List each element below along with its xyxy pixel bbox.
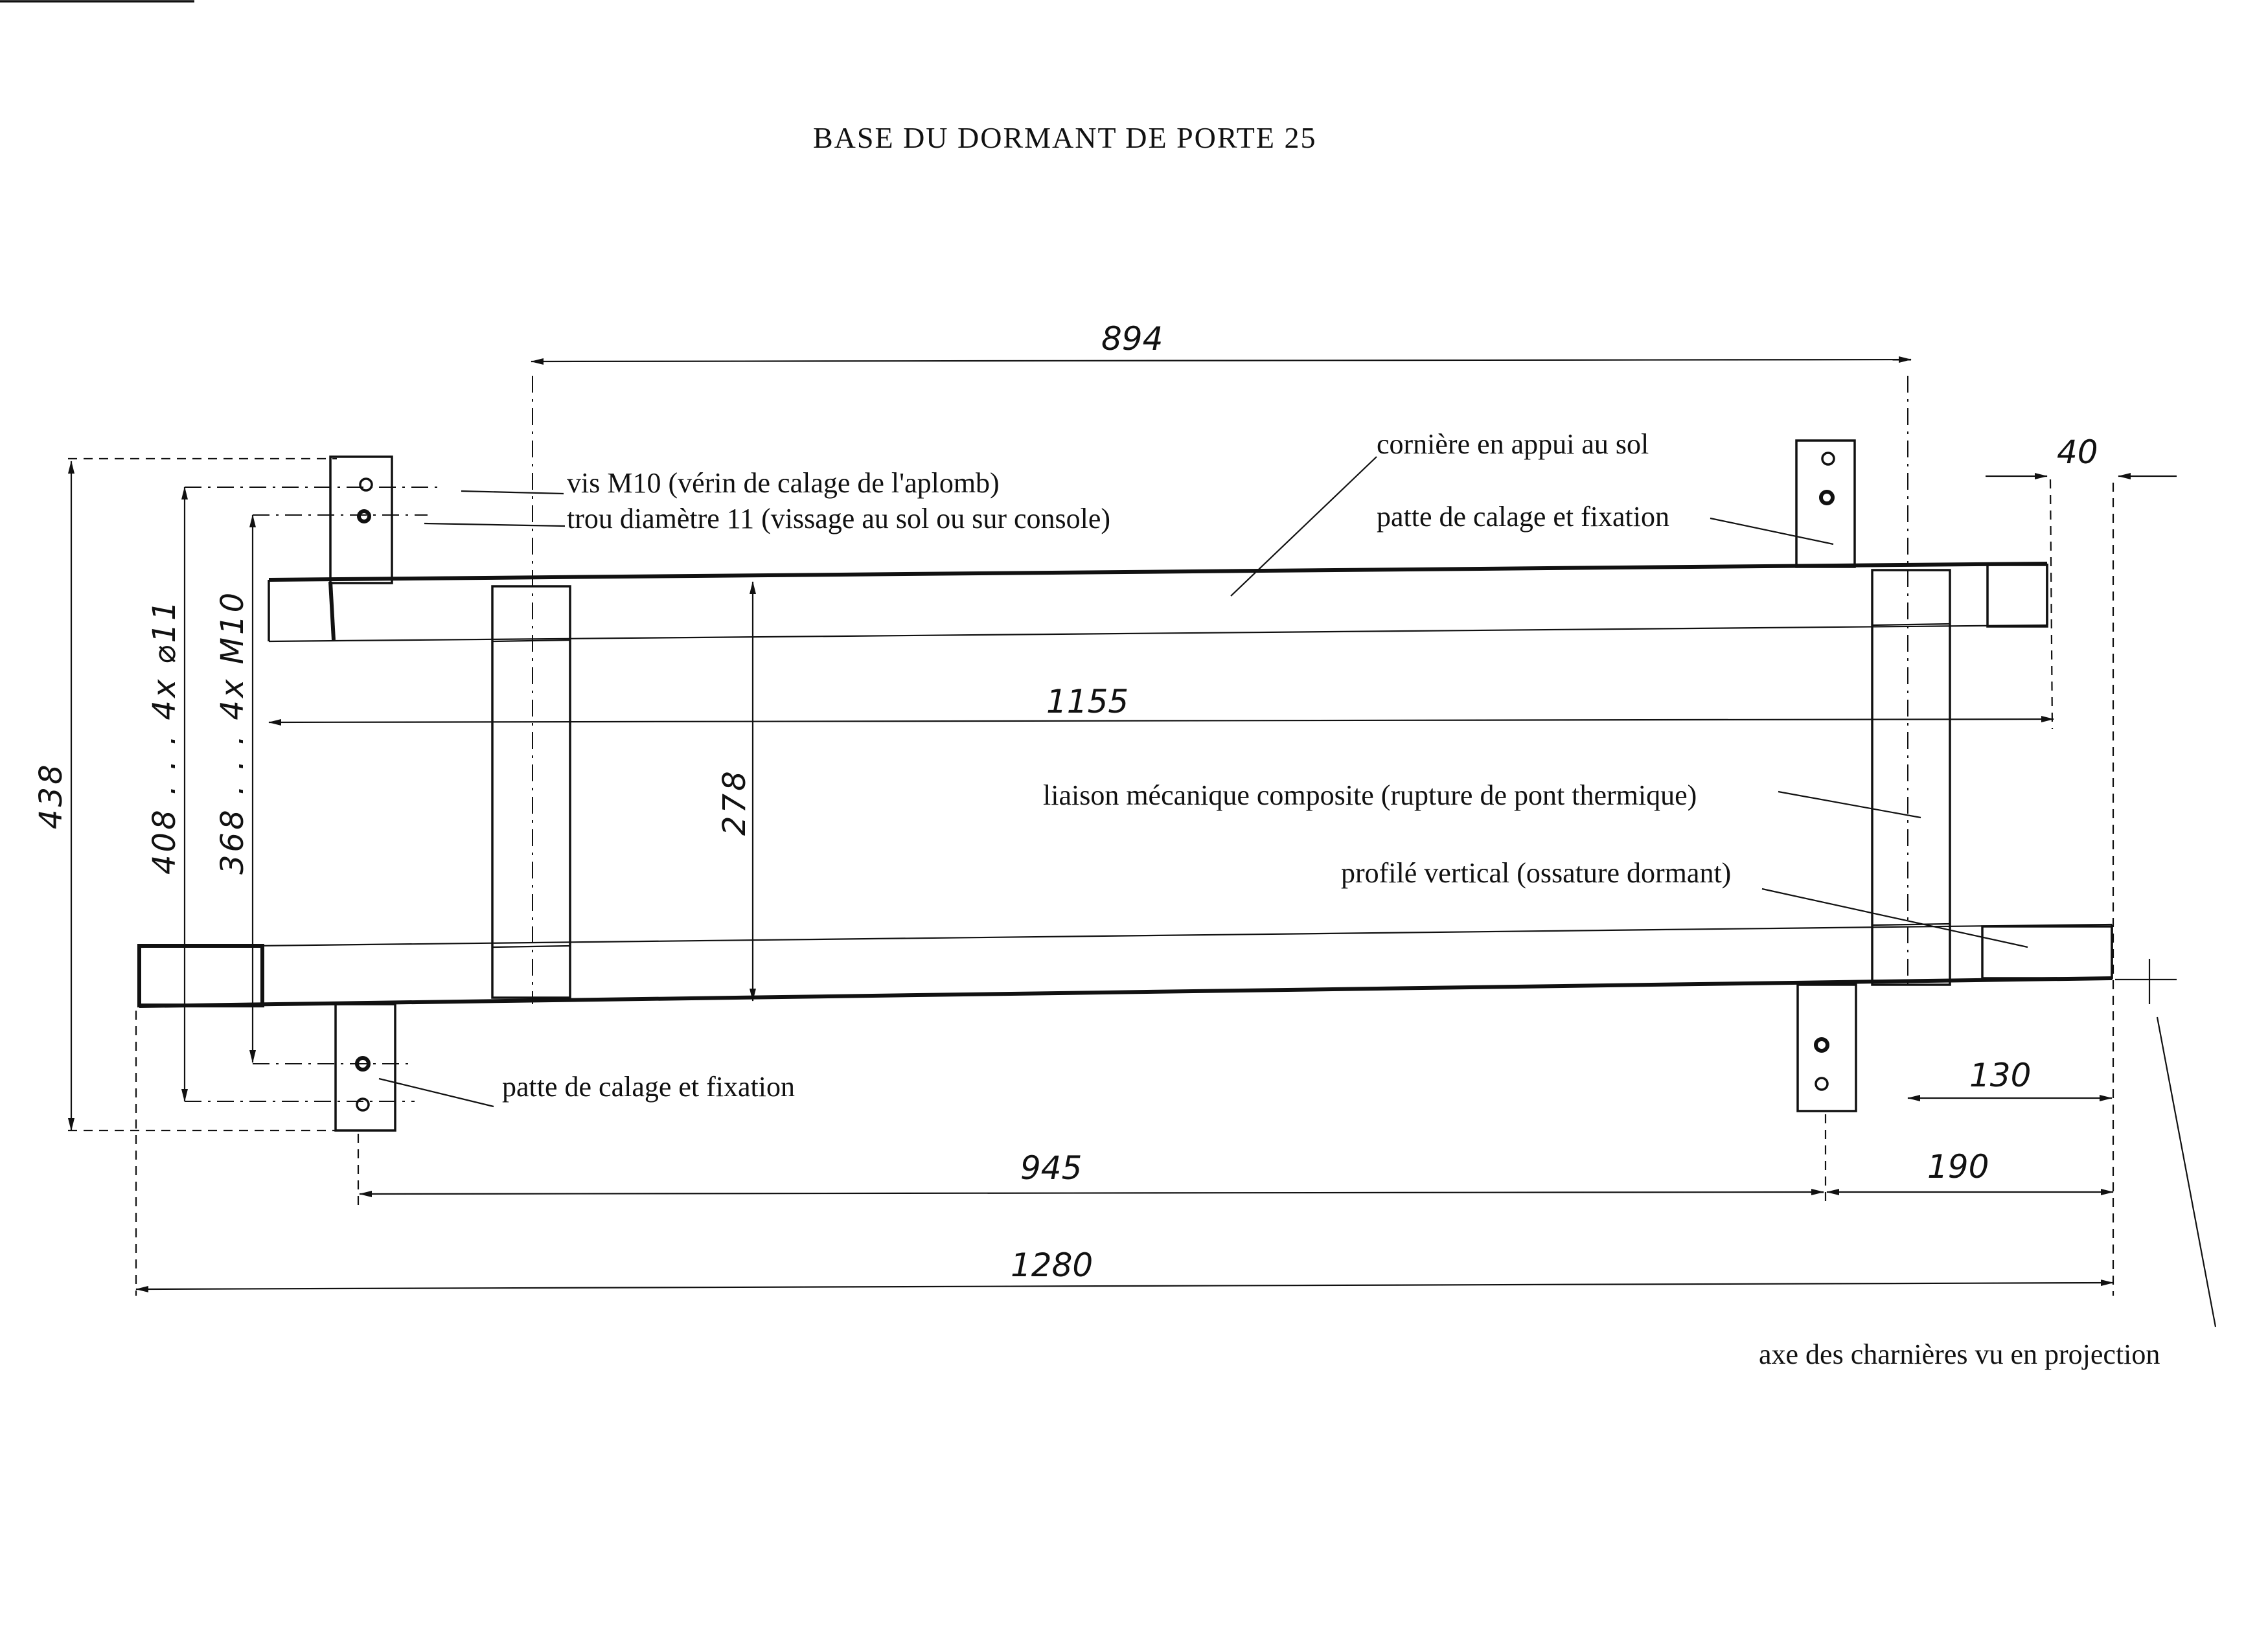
end-blocks xyxy=(137,564,2113,1007)
dim-278-label: 278 xyxy=(716,768,753,836)
dim-894 xyxy=(531,356,1912,1004)
drawing-title: BASE DU DORMANT DE PORTE 25 xyxy=(813,121,1317,154)
label-corniere: cornière en appui au sol xyxy=(1377,428,1649,460)
frame-outline xyxy=(139,562,2113,1008)
dim-408 xyxy=(181,487,441,1102)
dim-438 xyxy=(68,457,337,1132)
leader-vis-m10 xyxy=(461,490,564,495)
patte-bottom-left xyxy=(334,1003,396,1132)
leader-corniere xyxy=(1230,456,1377,597)
mechanical-link-left xyxy=(491,585,571,999)
leader-axe xyxy=(2156,1016,2217,1327)
dim-40 xyxy=(1986,473,2177,1296)
dim-408-label: 408 . . . 4x ⌀11 xyxy=(146,598,183,875)
leader-trou xyxy=(424,522,566,527)
label-patte-top: patte de calage et fixation xyxy=(1377,501,1669,533)
dim-1155-label: 1155 xyxy=(1046,683,1128,720)
hinge-axis-cross xyxy=(2115,959,2177,1004)
dim-1280-label: 1280 xyxy=(1011,1246,1093,1284)
label-patte-bottom: patte de calage et fixation xyxy=(502,1071,795,1103)
dim-190-label: 190 xyxy=(1927,1148,1989,1186)
mechanical-link-right xyxy=(1871,569,1951,986)
patte-top-left xyxy=(329,455,393,584)
dim-945-label: 945 xyxy=(1020,1149,1082,1187)
leader-patte-top xyxy=(1710,517,1834,545)
label-vis-m10: vis M10 (vérin de calage de l'aplomb) xyxy=(567,467,1000,499)
label-axe: axe des charnières vu en projection xyxy=(1759,1338,2160,1370)
leader-profile xyxy=(1761,888,2028,948)
dim-945 xyxy=(357,1114,1827,1205)
leader-patte-bottom xyxy=(378,1077,494,1108)
dim-438-label: 438 xyxy=(33,762,69,829)
leader-liaison xyxy=(1778,790,1921,819)
dim-130-label: 130 xyxy=(1969,1057,2031,1094)
patte-bottom-right xyxy=(1796,983,1857,1112)
label-trou: trou diamètre 11 (vissage au sol ou sur … xyxy=(567,503,1110,534)
dim-1155 xyxy=(268,716,2054,726)
patte-top-right xyxy=(1795,439,1856,568)
dim-894-label: 894 xyxy=(1101,320,1163,358)
label-liaison: liaison mécanique composite (rupture de … xyxy=(1043,779,1697,811)
dim-1280 xyxy=(135,1011,2114,1296)
dim-40-label: 40 xyxy=(2057,433,2098,471)
dim-368 xyxy=(249,514,428,1064)
dim-368-label: 368 . . . 4x M10 xyxy=(214,590,251,875)
label-profile: profilé vertical (ossature dormant) xyxy=(1341,857,1731,889)
